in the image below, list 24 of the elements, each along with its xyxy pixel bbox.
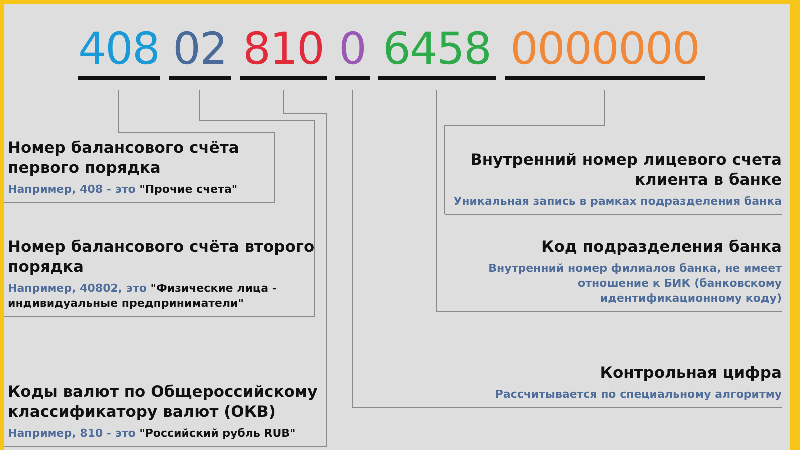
digit-group: 0000000 — [510, 24, 700, 76]
note-text: Внутренний номер филиалов банка, не имеет отношение к БИК (банковскому идентификационному коду) — [488, 261, 782, 306]
heading-text: Контрольная цифра — [600, 363, 782, 383]
digit-group: 0 — [339, 24, 366, 76]
note-text: Уникальная запись в рамках подразделения банка — [454, 194, 782, 209]
heading-text: Номер балансового счёта второго порядка — [8, 237, 315, 277]
heading-text: Коды валют по Общероссийскому классификатору валют (ОКВ) — [8, 382, 319, 422]
leader-line — [283, 90, 328, 447]
heading-text: Номер балансового счёта первого порядка — [8, 138, 240, 178]
note-text: Например, 810 - это "Российский рубль RUB" — [8, 426, 296, 441]
note-text: Например, 408 - это "Прочие счета" — [8, 182, 238, 197]
note-text: Рассчитывается по специальному алгоритму — [495, 387, 782, 402]
digit-group: 810 — [243, 24, 324, 76]
leader-line — [436, 90, 438, 312]
leader-line — [352, 90, 360, 408]
digit-group: 6458 — [383, 24, 491, 76]
digit-group: 02 — [173, 24, 227, 76]
leader-line — [444, 90, 606, 215]
heading-text: Внутренний номер лицевого счета клиента в банке — [470, 150, 782, 190]
leader-line — [118, 90, 276, 203]
note-text: Например, 40802, это "Физические лица - индивидуальные предприниматели" — [8, 281, 278, 311]
heading-text: Код подразделения банка — [542, 237, 782, 257]
leader-line — [200, 90, 316, 317]
digit-group: 408 — [78, 24, 160, 76]
